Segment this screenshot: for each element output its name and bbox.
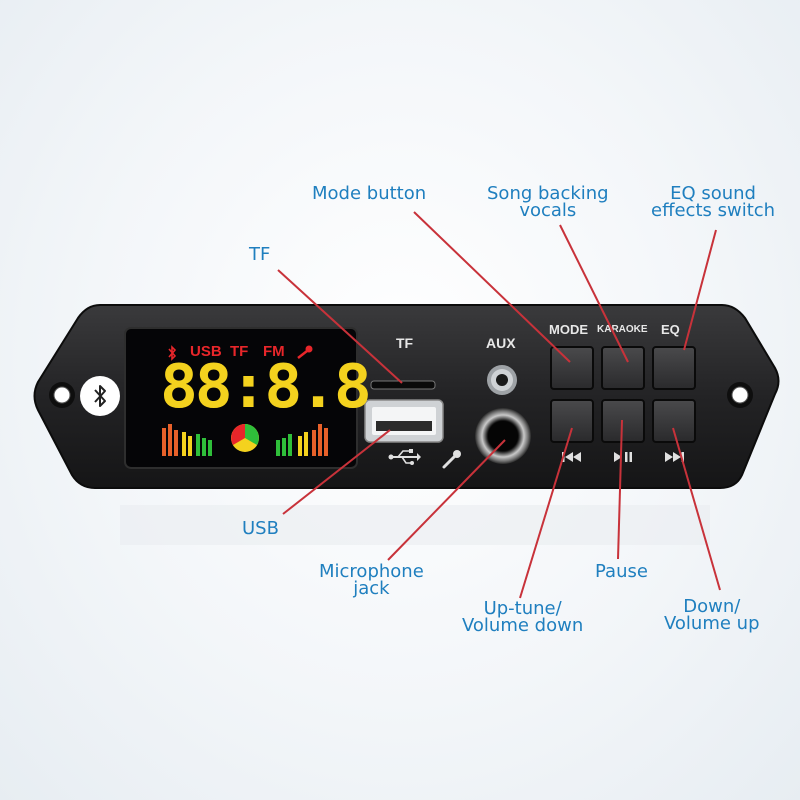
aux-label: AUX [486, 335, 516, 351]
next-button[interactable] [653, 400, 695, 442]
karaoke-label: KARAOKE [597, 324, 648, 335]
display-digits: 88:8.8 [160, 352, 372, 422]
callout-microphone-jack: Microphone jack [319, 561, 424, 599]
callout-mode-button-text: Mode button [312, 183, 427, 204]
display-spectrum [162, 424, 328, 456]
callout-down-line2: Volume up [664, 613, 760, 634]
callout-usb: USB [242, 518, 279, 539]
tf-slot-label: TF [396, 335, 414, 351]
callout-tf-text: TF [249, 244, 271, 265]
display-tf-indicator: TF [230, 343, 249, 360]
tf-card-slot[interactable] [371, 379, 435, 391]
karaoke-button[interactable] [602, 347, 644, 389]
usb-icon [388, 449, 421, 465]
previous-button[interactable] [551, 400, 593, 442]
bluetooth-icon [94, 385, 106, 407]
eq-label: EQ [661, 322, 680, 337]
play-pause-button[interactable] [602, 400, 644, 442]
callout-pause-text: Pause [595, 561, 648, 582]
callout-down-line1: Down/ [683, 596, 741, 617]
callout-down-volume: Down/ Volume up [664, 596, 760, 634]
display-bluetooth-icon [168, 345, 177, 361]
callout-song-backing-line2: vocals [519, 200, 577, 221]
microphone-icon [442, 450, 461, 469]
callout-eq-line1: EQ sound [670, 183, 756, 204]
callout-up-tune-line1: Up-tune/ [483, 598, 562, 619]
aux-jack[interactable] [487, 365, 517, 395]
play-pause-icon [614, 452, 632, 462]
mode-button[interactable] [551, 347, 593, 389]
callout-eq-line2: effects switch [651, 200, 776, 221]
callout-song-backing-line1: Song backing [487, 183, 609, 204]
callout-mode-button: Mode button [312, 183, 427, 204]
callout-mic-line2: jack [353, 578, 390, 599]
callout-eq-switch: EQ sound effects switch [651, 183, 776, 221]
callout-song-backing-vocals: Song backing vocals [487, 183, 609, 221]
callout-pause: Pause [595, 561, 648, 582]
callout-mic-line1: Microphone [319, 561, 424, 582]
microphone-jack[interactable] [475, 408, 531, 464]
eq-button[interactable] [653, 347, 695, 389]
callout-tf: TF [249, 244, 271, 265]
display-usb-indicator: USB [190, 343, 222, 360]
callout-up-tune: Up-tune/ Volume down [462, 598, 584, 636]
callout-up-tune-line2: Volume down [462, 615, 584, 636]
next-icon [665, 452, 684, 462]
previous-icon [562, 452, 581, 462]
mode-label: MODE [549, 322, 588, 337]
callout-usb-text: USB [242, 518, 279, 539]
usb-port[interactable] [365, 400, 443, 442]
